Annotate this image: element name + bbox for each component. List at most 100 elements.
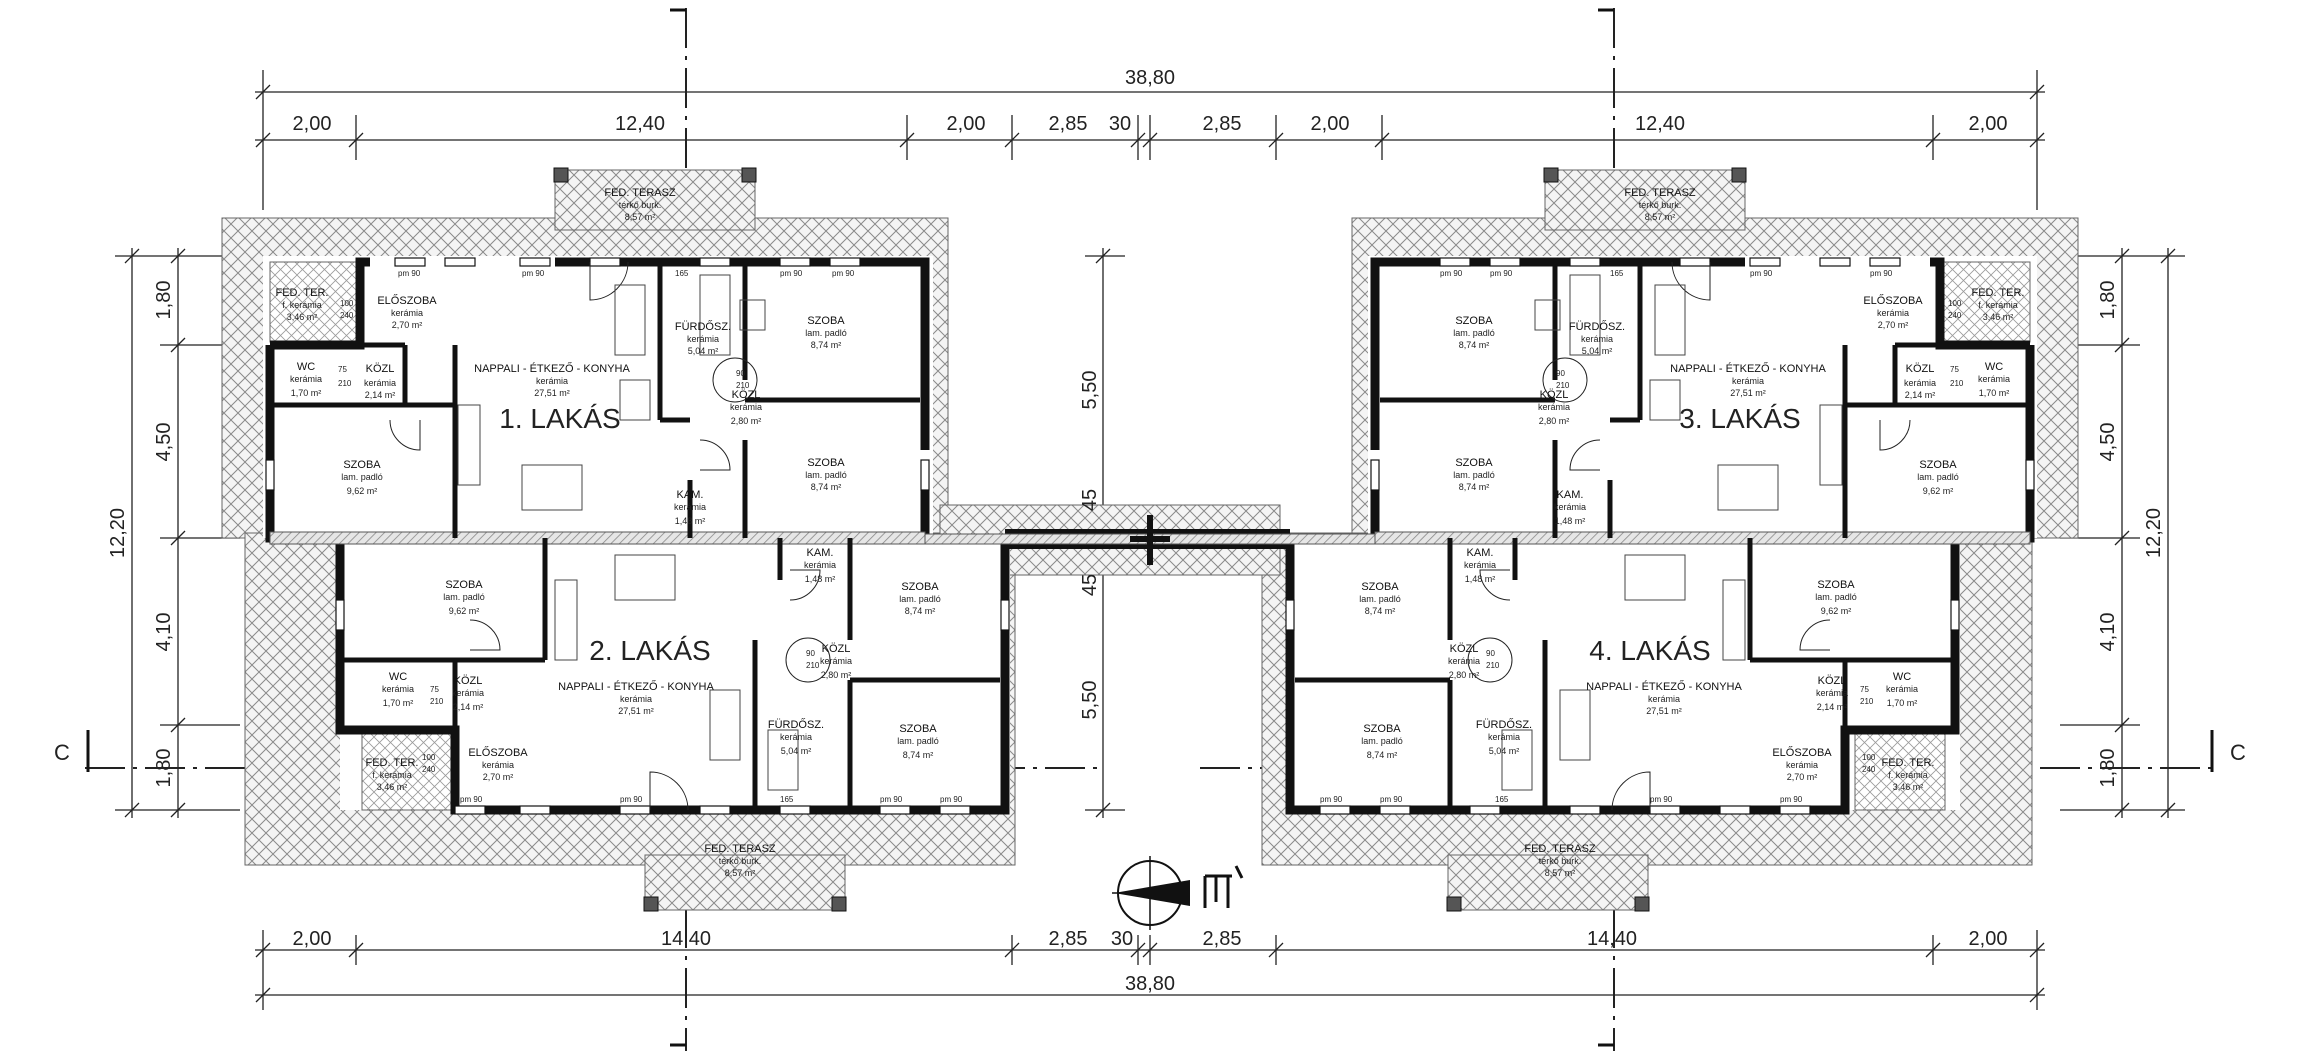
room-name: KAM. (677, 489, 704, 501)
dim-right-outer: 12,20 (2143, 508, 2165, 558)
room-material: kerámia (1538, 402, 1570, 412)
room-area: 9,62 m² (347, 486, 378, 496)
room-name: SZOBA (1363, 723, 1401, 735)
room-area: 8,74 m² (1459, 482, 1490, 492)
door-height: 210 (430, 697, 444, 706)
room-area: 3,46 m² (1893, 782, 1924, 792)
dim-right-1: 1,80 (2097, 281, 2119, 320)
door-height: 240 (1948, 311, 1962, 320)
door-swings (389, 261, 1911, 811)
room-material: f. kerámia (282, 300, 322, 310)
center-cross (1130, 515, 1170, 565)
window-label: pm 90 (1650, 795, 1673, 804)
dim-bottom-5: 2,85 (1203, 928, 1242, 950)
room-area: 2,70 m² (1787, 772, 1818, 782)
room-area: 27,51 m² (618, 706, 654, 716)
dim-center-4: 5,50 (1079, 681, 1101, 720)
room-name: WC (297, 361, 315, 373)
room-name: SZOBA (807, 457, 845, 469)
dim-top-7: 2,00 (1311, 113, 1350, 135)
door-width: 90 (1556, 369, 1565, 378)
dim-right-4: 1,80 (2097, 749, 2119, 788)
section-mark-left: C (54, 740, 70, 765)
room-material: térkő burk. (1639, 200, 1682, 210)
dim-top-8: 12,40 (1635, 113, 1685, 135)
room-name: WC (1893, 671, 1911, 683)
room-material: kerámia (620, 694, 652, 704)
dim-bottom-total: 38,80 (1125, 973, 1175, 995)
room-name: ELŐSZOBA (377, 293, 437, 307)
room-name: NAPPALI - ÉTKEZŐ - KONYHA (1586, 679, 1742, 693)
dim-left-4: 1,80 (153, 749, 175, 788)
room-name: KÖZL (454, 675, 483, 687)
room-material: kerámia (820, 656, 852, 666)
room-name: KÖZL (1450, 643, 1479, 655)
dim-center-2: 45 (1079, 489, 1101, 511)
window-label: pm 90 (832, 269, 855, 278)
door-width: 100 (422, 753, 436, 762)
apartment-2-label: 2. LAKÁS (589, 635, 710, 666)
room-name: KÖZL (732, 389, 761, 401)
window-label: pm 90 (398, 269, 421, 278)
room-area: 5,04 m² (688, 346, 719, 356)
room-area: 2,70 m² (392, 320, 423, 330)
room-area: 5,04 m² (1582, 346, 1613, 356)
apt2-room-labels: FED. TERASZ térkő burk. 8,57 m² FED. TER… (366, 547, 941, 878)
door-height: 240 (340, 311, 354, 320)
dim-top-9: 2,00 (1969, 113, 2008, 135)
room-name: KAM. (1467, 547, 1494, 559)
room-material: térkő burk. (1539, 856, 1582, 866)
dim-top-total: 38,80 (1125, 67, 1175, 89)
room-material: kerámia (536, 376, 568, 386)
room-name: SZOBA (1455, 457, 1493, 469)
room-area: 1,70 m² (1979, 388, 2010, 398)
room-material: lam. padló (805, 328, 847, 338)
room-material: lam. padló (1361, 736, 1403, 746)
apartment-3-label: 3. LAKÁS (1679, 403, 1800, 434)
room-material: térkő burk. (719, 856, 762, 866)
dim-top-6: 2,85 (1203, 113, 1242, 135)
room-area: 1,70 m² (291, 388, 322, 398)
exterior-walls (265, 257, 2035, 815)
room-name: FED. TER. (366, 757, 419, 769)
room-area: 1,48 m² (675, 516, 706, 526)
room-material: kerámia (1816, 688, 1848, 698)
right-dimensions (2060, 248, 2185, 818)
room-material: kerámia (687, 334, 719, 344)
room-area: 2,70 m² (1878, 320, 1909, 330)
dim-top-3: 2,00 (947, 113, 986, 135)
room-area: 2,14 m² (365, 390, 396, 400)
door-height: 210 (806, 661, 820, 670)
room-area: 8,74 m² (905, 606, 936, 616)
room-name: NAPPALI - ÉTKEZŐ - KONYHA (558, 679, 714, 693)
dim-bottom-4: 30 (1111, 928, 1133, 950)
room-area: 3,46 m² (287, 312, 318, 322)
room-area: 1,70 m² (1887, 698, 1918, 708)
apt3-room-labels: FED. TERASZ térkő burk. 8,57 m² FED. TER… (1453, 187, 2024, 526)
room-material: kerámia (482, 760, 514, 770)
door-label: 165 (1495, 795, 1509, 804)
room-area: 5,04 m² (1489, 746, 1520, 756)
room-area: 1,48 m² (805, 574, 836, 584)
door-width: 75 (1950, 365, 1959, 374)
door-width: 75 (338, 365, 347, 374)
door-height: 210 (338, 379, 352, 388)
door-label: 165 (1610, 269, 1624, 278)
window-label: pm 90 (1780, 795, 1803, 804)
door-width: 75 (1860, 685, 1869, 694)
door-height: 240 (1862, 765, 1876, 774)
room-name: FÜRDŐSZ. (1569, 319, 1625, 333)
room-area: 2,14 m² (1817, 702, 1848, 712)
room-name: ELŐSZOBA (468, 745, 528, 759)
room-area: 1,48 m² (1555, 516, 1586, 526)
room-material: f. kerámia (1888, 770, 1928, 780)
window-label: pm 90 (522, 269, 545, 278)
fed-ter-tiles (269, 261, 2031, 811)
room-area: 3,46 m² (377, 782, 408, 792)
room-material: lam. padló (899, 594, 941, 604)
room-name: FED. TER. (276, 287, 329, 299)
room-name: FED. TERASZ (704, 843, 776, 855)
room-material: térkő burk. (619, 200, 662, 210)
apt1-room-labels: FED. TERASZ térkő burk. 8,57 m² FED. TER… (276, 187, 847, 526)
window-label: pm 90 (780, 269, 803, 278)
